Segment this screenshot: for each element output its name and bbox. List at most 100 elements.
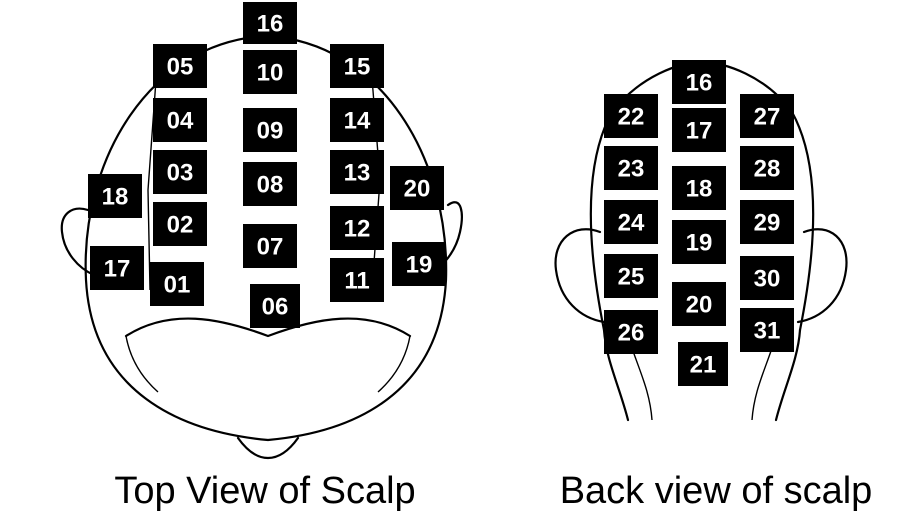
back-view-marker-label: 18	[686, 176, 713, 203]
top-view-marker-16: 16	[243, 2, 297, 44]
back-view-marker-18: 18	[672, 166, 726, 210]
top-view-marker-box	[153, 202, 207, 246]
top-view-marker-18: 18	[88, 174, 142, 218]
top-view-marker-box	[392, 242, 446, 286]
back-view-marker-box	[604, 146, 658, 190]
top-view-marker-box	[330, 98, 384, 142]
top-view-marker-box	[153, 44, 207, 88]
back-view-marker-label: 20	[686, 292, 713, 319]
back-view-marker-box	[604, 94, 658, 138]
back-view-marker-box	[740, 308, 794, 352]
back-view-marker-22: 22	[604, 94, 658, 138]
back-view-marker-box	[740, 94, 794, 138]
top-view-marker-label: 06	[262, 294, 289, 321]
top-view-marker-box	[243, 224, 297, 268]
back-view-marker-label: 27	[754, 104, 781, 131]
back-view-marker-box	[740, 146, 794, 190]
back-view-marker-label: 31	[754, 318, 781, 345]
top-view-marker-box	[330, 258, 384, 302]
top-view-marker-box	[330, 44, 384, 88]
back-view-marker-16: 16	[672, 60, 726, 104]
top-view-marker-box	[88, 174, 142, 218]
top-view-marker-17: 17	[90, 246, 144, 290]
top-view-marker-08: 08	[243, 162, 297, 206]
back-view-marker-label: 25	[618, 264, 645, 291]
top-view-marker-12: 12	[330, 206, 384, 250]
back-view-markers: 16 22 17 27 23 18 28 24 19 29 25 20 30 26 31 21	[604, 60, 794, 386]
back-view-left-ear	[554, 228, 606, 324]
top-view-marker-box	[243, 50, 297, 94]
back-view-marker-box	[604, 254, 658, 298]
top-view-marker-01: 01	[150, 262, 204, 306]
top-view-marker-04: 04	[153, 98, 207, 142]
top-view-marker-06: 06	[250, 284, 300, 328]
back-view-marker-28: 28	[740, 146, 794, 190]
top-view-marker-box	[153, 150, 207, 194]
top-view-marker-14: 14	[330, 98, 384, 142]
back-view-marker-25: 25	[604, 254, 658, 298]
top-view-marker-box	[330, 150, 384, 194]
top-view-marker-07: 07	[243, 224, 297, 268]
back-view-marker-box	[672, 108, 726, 152]
back-view-marker-17: 17	[672, 108, 726, 152]
back-view-marker-21: 21	[678, 342, 728, 386]
top-view-marker-box	[150, 262, 204, 306]
top-view-marker-label: 17	[104, 256, 131, 283]
top-view-marker-10: 10	[243, 50, 297, 94]
back-view-marker-label: 24	[618, 210, 645, 237]
back-view-marker-19: 19	[672, 220, 726, 264]
top-view-neck-sides	[125, 335, 411, 393]
top-view-marker-box	[243, 162, 297, 206]
back-view-marker-24: 24	[604, 200, 658, 244]
top-view-marker-label: 04	[167, 108, 194, 135]
top-view-left-ear	[60, 207, 96, 277]
back-view-marker-label: 26	[618, 320, 645, 347]
top-view-marker-label: 05	[167, 54, 194, 81]
back-view-marker-label: 16	[686, 70, 713, 97]
top-view-marker-15: 15	[330, 44, 384, 88]
top-view-marker-label: 13	[344, 160, 371, 187]
top-view-marker-13: 13	[330, 150, 384, 194]
top-view-marker-label: 02	[167, 212, 194, 239]
back-view-marker-box	[672, 282, 726, 326]
back-view-marker-box	[740, 200, 794, 244]
top-view-marker-label: 15	[344, 54, 371, 81]
top-view-marker-box	[390, 166, 444, 210]
back-view-marker-label: 23	[618, 156, 645, 183]
top-view-marker-09: 09	[243, 108, 297, 152]
top-view-marker-label: 03	[167, 160, 194, 187]
back-view-marker-box	[604, 310, 658, 354]
back-view-marker-label: 22	[618, 104, 645, 131]
back-view-marker-30: 30	[740, 256, 794, 300]
top-view-marker-11: 11	[330, 258, 384, 302]
back-view-marker-26: 26	[604, 310, 658, 354]
top-view-marker-label: 20	[404, 176, 431, 203]
top-view-marker-box	[90, 246, 144, 290]
back-view-marker-label: 17	[686, 118, 713, 145]
back-view-marker-box	[678, 342, 728, 386]
top-view-marker-label: 18	[102, 184, 129, 211]
back-view-caption: Back view of scalp	[560, 470, 873, 512]
back-view-marker-box	[604, 200, 658, 244]
back-view-marker-23: 23	[604, 146, 658, 190]
top-view-marker-05: 05	[153, 44, 207, 88]
top-view-marker-label: 01	[164, 272, 191, 299]
top-view-caption: Top View of Scalp	[114, 470, 415, 512]
back-view-marker-box	[672, 166, 726, 210]
top-view-nose	[236, 436, 300, 460]
top-view-marker-20: 20	[390, 166, 444, 210]
top-view-marker-label: 10	[257, 60, 284, 87]
top-view-marker-label: 12	[344, 216, 371, 243]
back-view-marker-label: 28	[754, 156, 781, 183]
top-view-marker-label: 08	[257, 172, 284, 199]
back-view-marker-box	[672, 60, 726, 104]
back-view-marker-label: 21	[690, 352, 717, 379]
top-view-marker-box	[330, 206, 384, 250]
top-view-marker-label: 07	[257, 234, 284, 261]
top-view-neck-curve	[124, 317, 412, 338]
back-view-marker-29: 29	[740, 200, 794, 244]
back-view-marker-20: 20	[672, 282, 726, 326]
back-view-marker-31: 31	[740, 308, 794, 352]
